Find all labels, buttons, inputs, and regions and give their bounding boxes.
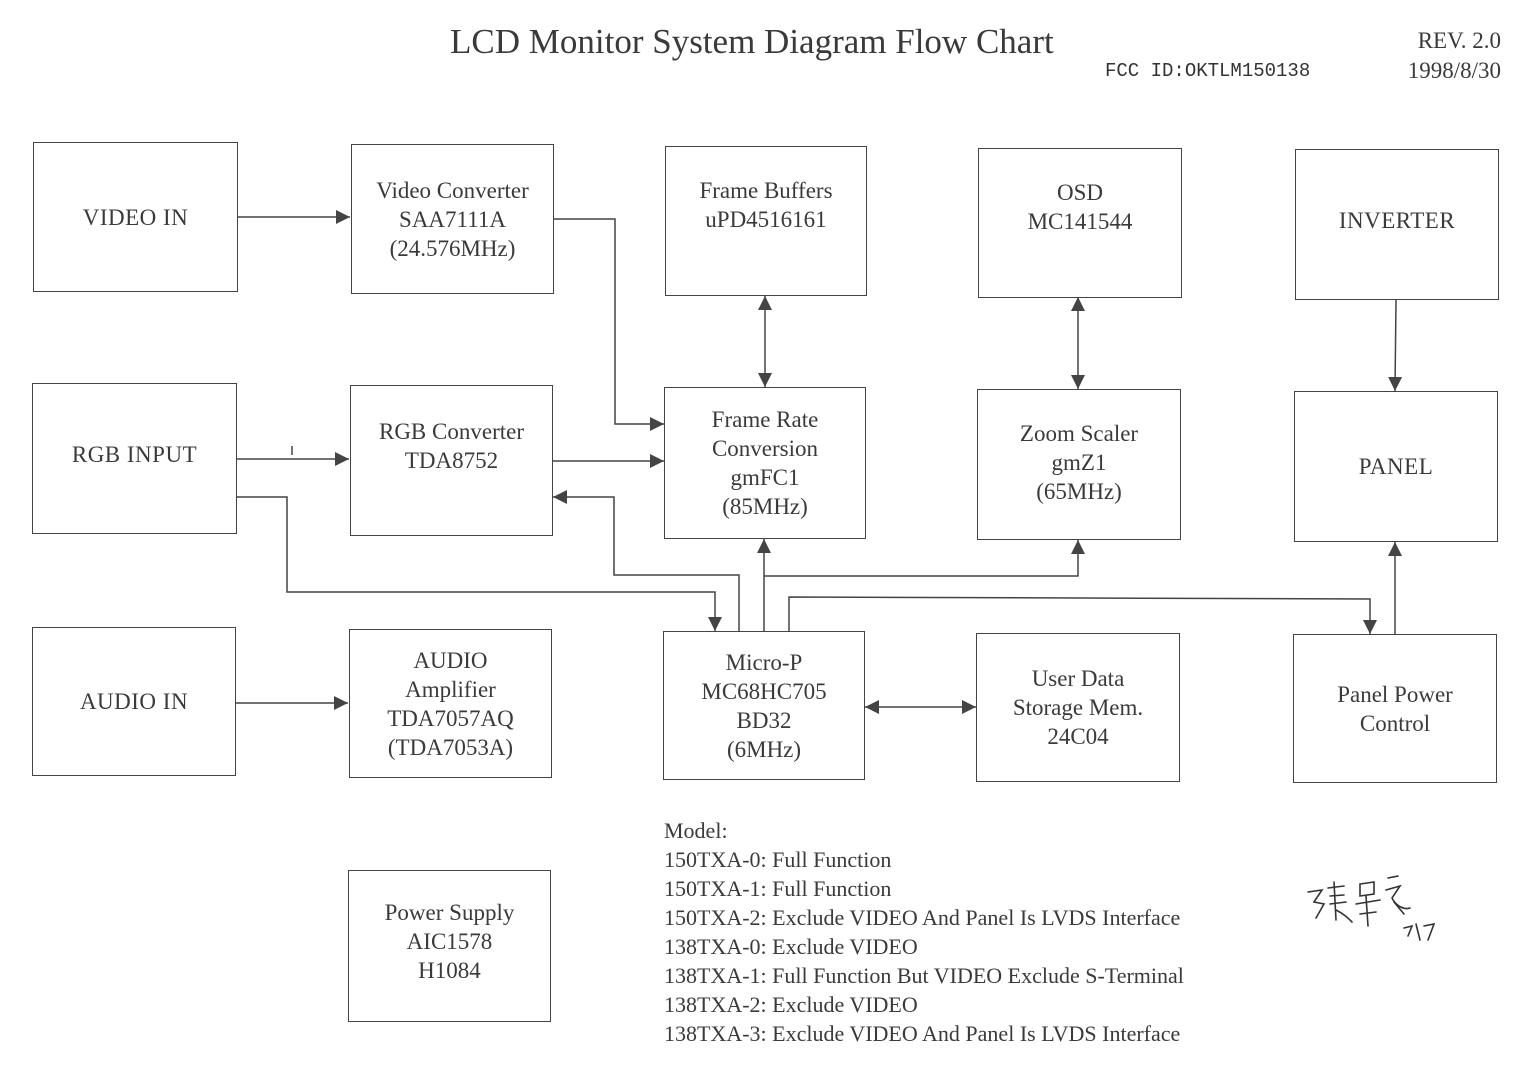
block-label: RGB INPUT: [71, 442, 198, 467]
wire-rgb-input-to-micro-p: [237, 496, 722, 631]
model-item: 138TXA-3: Exclude VIDEO And Panel Is LVD…: [664, 1021, 1181, 1046]
block-label: AUDIO Amplifier TDA7057AQ (TDA7053A): [387, 647, 514, 760]
block-panel-power-control: Panel Power Control: [1293, 634, 1497, 783]
block-panel: PANEL: [1294, 391, 1498, 542]
page-title: LCD Monitor System Diagram Flow Chart: [450, 22, 1054, 61]
block-label: OSD MC141544: [1027, 180, 1133, 234]
block-frame-buffers: Frame Buffers uPD4516161: [665, 146, 867, 296]
block-rgb-converter: RGB Converter TDA8752: [350, 385, 553, 536]
block-label: PANEL: [1358, 454, 1434, 479]
model-item: 150TXA-1: Full Function: [664, 876, 892, 901]
wire-inverter-to-panel: [1388, 299, 1403, 392]
block-audio-amplifier: AUDIO Amplifier TDA7057AQ (TDA7053A): [349, 629, 552, 778]
model-item: 138TXA-0: Exclude VIDEO: [664, 934, 918, 959]
block-user-data-storage: User Data Storage Mem. 24C04: [976, 633, 1180, 782]
revision-block: REV. 2.0 1998/8/30: [1408, 26, 1501, 86]
block-label: Frame Buffers uPD4516161: [699, 178, 833, 232]
block-label: Panel Power Control: [1337, 681, 1453, 736]
wire-video-converter-to-frc: [554, 218, 664, 431]
notes-heading: Model:: [664, 818, 728, 843]
handwritten-signature-icon: [1307, 875, 1436, 941]
model-item: 138TXA-1: Full Function But VIDEO Exclud…: [664, 963, 1184, 988]
block-osd: OSD MC141544: [978, 148, 1182, 298]
block-label: AUDIO IN: [79, 689, 189, 714]
block-power-supply: Power Supply AIC1578 H1084: [348, 870, 551, 1022]
block-audio-in: AUDIO IN: [32, 627, 236, 776]
model-item: 150TXA-2: Exclude VIDEO And Panel Is LVD…: [664, 905, 1181, 930]
block-zoom-scaler: Zoom Scaler gmZ1 (65MHz): [977, 389, 1181, 540]
block-label: INVERTER: [1338, 208, 1456, 233]
block-video-in: VIDEO IN: [33, 142, 238, 292]
model-notes: Model: 150TXA-0: Full Function 150TXA-1:…: [664, 816, 1184, 1048]
model-item: 150TXA-0: Full Function: [664, 847, 892, 872]
revision-date: 1998/8/30: [1407, 58, 1501, 83]
block-label: RGB Converter TDA8752: [378, 418, 524, 473]
wire-micro-p-to-rgb-converter: [553, 490, 740, 632]
fcc-id: FCC ID:OKTLM150138: [1105, 60, 1311, 82]
block-label: Power Supply AIC1578 H1084: [384, 899, 515, 983]
block-label: Micro-P MC68HC705 BD32 (6MHz): [701, 649, 827, 762]
block-label: Frame Rate Conversion gmFC1 (85MHz): [711, 407, 819, 519]
block-video-converter: Video Converter SAA7111A (24.576MHz): [351, 144, 554, 294]
wire-micro-p-to-panel-power: [788, 596, 1377, 634]
model-item: 138TXA-2: Exclude VIDEO: [664, 992, 918, 1017]
wire-micro-p-to-zoom-scaler: [764, 540, 1085, 577]
block-label: Zoom Scaler gmZ1 (65MHz): [1019, 421, 1139, 504]
block-label: VIDEO IN: [82, 204, 189, 230]
block-inverter: INVERTER: [1295, 149, 1499, 300]
block-label: Video Converter SAA7111A (24.576MHz): [376, 177, 529, 261]
revision-label: REV. 2.0: [1417, 28, 1501, 53]
block-micro-p: Micro-P MC68HC705 BD32 (6MHz): [663, 631, 865, 780]
block-label: User Data Storage Mem. 24C04: [1012, 666, 1144, 749]
block-rgb-input: RGB INPUT: [32, 383, 237, 534]
block-frame-rate-conversion: Frame Rate Conversion gmFC1 (85MHz): [664, 387, 866, 539]
